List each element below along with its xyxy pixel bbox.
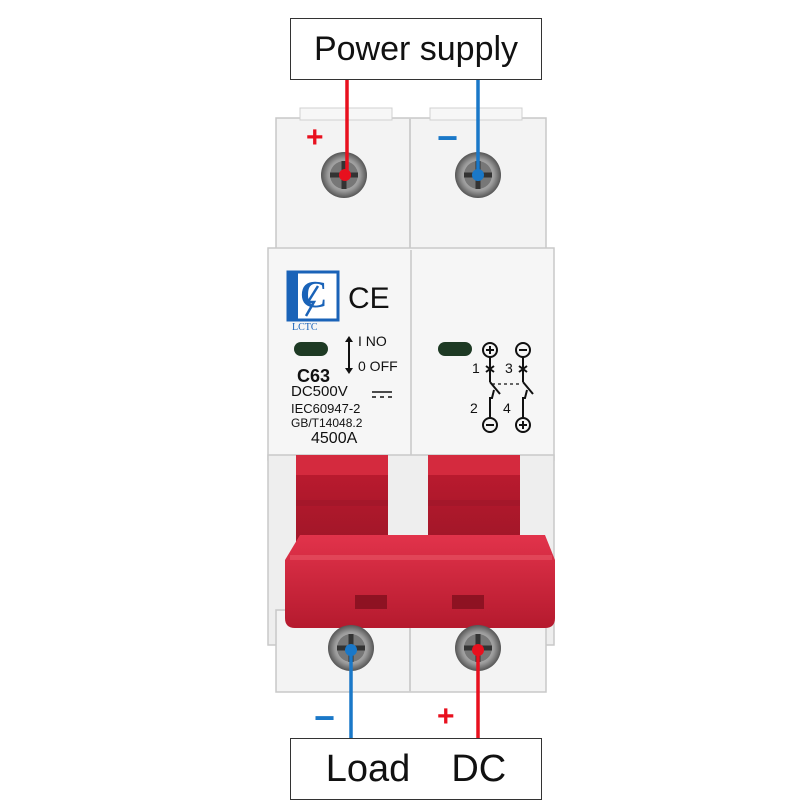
ce-mark: CE xyxy=(348,282,390,315)
model-label: C63 xyxy=(297,366,331,386)
wire-top-negative xyxy=(472,78,484,181)
bottom-left-negative-sign: − xyxy=(314,697,336,738)
pole-number-4: 4 xyxy=(503,400,511,416)
switch-on-label: I NO xyxy=(358,333,387,349)
indicator-window-left xyxy=(294,342,328,356)
brand-logo xyxy=(286,270,340,322)
top-terminal-block xyxy=(275,107,547,251)
pole-number-1: 1 xyxy=(472,360,480,376)
circuit-schematic xyxy=(482,342,534,433)
wire-bottom-positive xyxy=(472,644,484,740)
on-off-arrow-icon xyxy=(345,336,353,374)
top-left-positive-sign: + xyxy=(306,121,324,154)
lever-slots xyxy=(296,455,520,545)
toggle-handle[interactable] xyxy=(285,535,555,628)
standard-1-label: IEC60947-2 xyxy=(291,401,361,416)
power-supply-label: Power supply xyxy=(290,18,542,80)
top-right-negative-sign: − xyxy=(437,117,459,158)
dc-symbol-icon xyxy=(372,391,392,398)
pole-number-3: 3 xyxy=(505,360,513,376)
brand-mark: C xyxy=(300,274,328,316)
standard-2-label: GB/T14048.2 xyxy=(291,416,363,430)
switch-off-label: 0 OFF xyxy=(358,358,398,374)
voltage-label: DC500V xyxy=(291,383,348,400)
brand-name: LCTC xyxy=(292,322,318,333)
bottom-right-positive-sign: + xyxy=(437,700,455,733)
load-dc-label: Load DC xyxy=(290,738,542,800)
pole-number-2: 2 xyxy=(470,400,478,416)
breaking-capacity-label: 4500A xyxy=(311,430,358,447)
wire-bottom-negative xyxy=(345,644,357,740)
wire-top-positive xyxy=(339,78,351,181)
indicator-window-right xyxy=(438,342,472,356)
